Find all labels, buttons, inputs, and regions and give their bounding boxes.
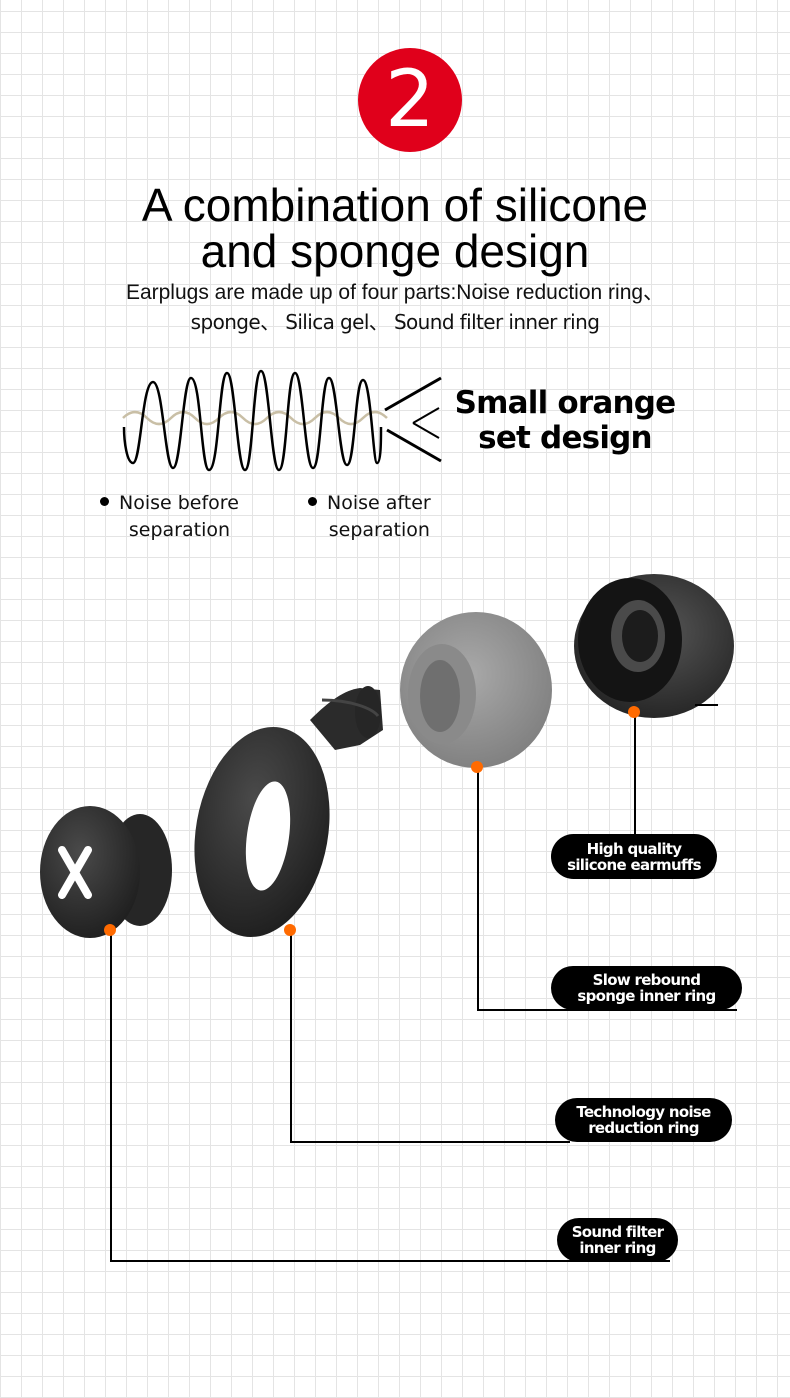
- legend-noise-after: Noise after separation: [308, 490, 431, 544]
- chevron-inner-bottom: [412, 422, 440, 439]
- page-title-line-1: A combination of silicone: [141, 179, 649, 231]
- step-number: 2: [385, 55, 435, 145]
- label-sponge: Slow rebound sponge inner ring: [551, 966, 742, 1010]
- earplug-exploded-view: [40, 574, 734, 938]
- subtitle-line-2: sponge、 Silica gel、 Sound filter inner r…: [190, 310, 600, 334]
- filter-callout-line-vertical: [110, 930, 112, 1261]
- noise-ring-callout-line-vertical: [290, 930, 292, 1142]
- small-orange-heading-line-2: set design: [478, 420, 652, 456]
- earmuff-marker-dot: [628, 706, 640, 718]
- chevron-outer-bottom: [386, 428, 442, 463]
- noise-ring-marker-dot: [284, 924, 296, 936]
- noise-reduction-ring: [194, 686, 383, 938]
- label-noise-ring: Technology noise reduction ring: [555, 1098, 732, 1142]
- noise-wave: [122, 369, 383, 472]
- chevron-inner-top: [412, 407, 440, 424]
- label-sound-filter: Sound filter inner ring: [557, 1218, 678, 1262]
- silicone-ear-tip: [574, 574, 734, 718]
- step-number-badge: 2: [358, 48, 462, 152]
- chevron-outer-top: [384, 376, 442, 412]
- filtered-wave: [122, 410, 388, 426]
- sound-filter-plug: [40, 806, 172, 938]
- subtitle-line-1: Earplugs are made up of four parts:Noise…: [125, 281, 665, 304]
- page-title-line-2: and sponge design: [200, 225, 590, 277]
- bullet-dot-icon: [308, 497, 317, 506]
- earmuff-callout-line: [634, 712, 636, 834]
- noise-ring-callout-line-horizontal: [290, 1141, 570, 1143]
- sponge-callout-line-vertical: [477, 767, 479, 1010]
- legend-noise-before: Noise before separation: [100, 490, 239, 544]
- bullet-dot-icon: [100, 497, 109, 506]
- sound-wave-illustration: [122, 369, 442, 472]
- filter-marker-dot: [104, 924, 116, 936]
- x-mark-icon: [58, 846, 92, 899]
- filter-callout-line-horizontal: [110, 1260, 670, 1262]
- small-orange-heading-line-1: Small orange: [454, 385, 677, 421]
- label-earmuff: High quality silicone earmuffs: [551, 834, 717, 879]
- sponge-marker-dot: [471, 761, 483, 773]
- earmuff-callout-stub: [695, 704, 718, 706]
- foam-sponge-tip: [400, 612, 552, 768]
